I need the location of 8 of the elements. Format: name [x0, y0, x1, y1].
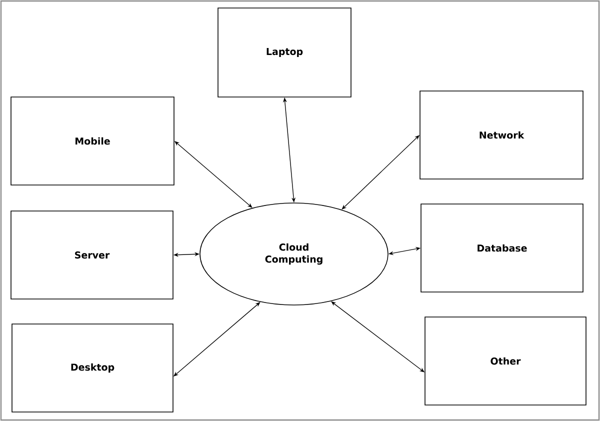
ellipse-node: Cloud Computing: [200, 202, 388, 306]
process-box: Laptop: [218, 8, 352, 98]
process-box: Network: [420, 90, 584, 180]
process-box: Server: [10, 210, 174, 300]
process-box: Desktop: [12, 324, 174, 412]
process-box: Mobile: [10, 96, 174, 186]
process-box: Database: [420, 204, 584, 292]
process-box: Other: [424, 316, 586, 406]
